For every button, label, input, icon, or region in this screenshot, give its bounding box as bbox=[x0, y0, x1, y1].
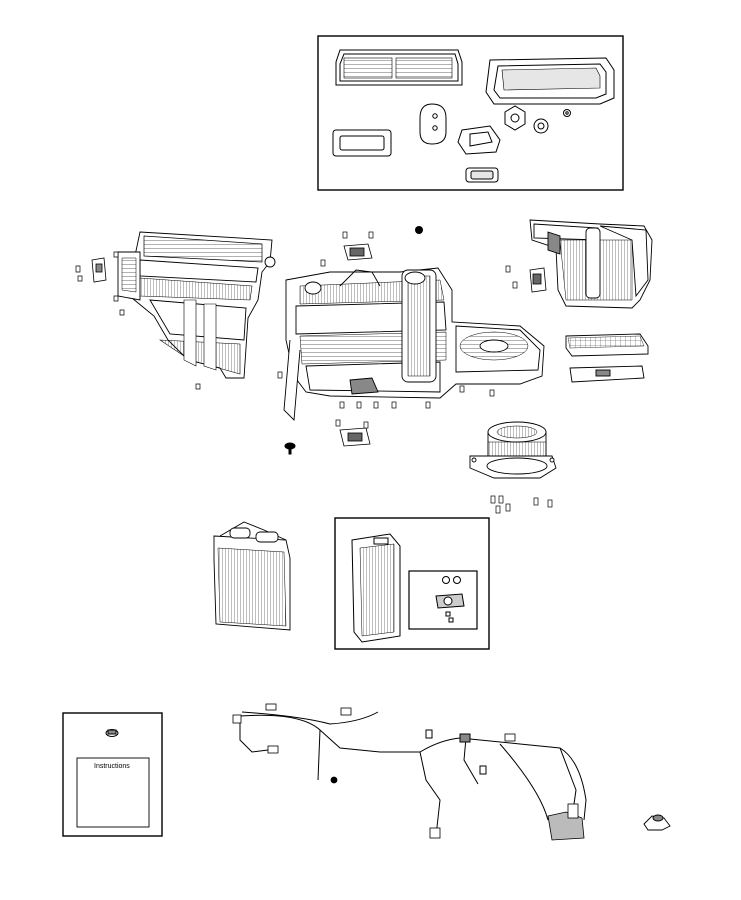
harness-connectors bbox=[232, 703, 585, 841]
valve-screws bbox=[445, 611, 454, 623]
screws-center bbox=[277, 231, 495, 429]
grille-seal[interactable] bbox=[335, 49, 463, 86]
clip-part[interactable] bbox=[105, 729, 119, 737]
duct-seal[interactable] bbox=[485, 57, 615, 105]
oval-seal[interactable] bbox=[419, 103, 447, 145]
instructions-kit bbox=[62, 712, 163, 837]
grommet-seal[interactable] bbox=[457, 125, 501, 155]
small-washer[interactable] bbox=[563, 109, 571, 117]
evaporator-seal-inset bbox=[408, 570, 478, 630]
instructions-label: Instructions bbox=[94, 763, 130, 770]
wiring-harness[interactable] bbox=[239, 711, 587, 837]
drain-seal[interactable] bbox=[465, 167, 499, 183]
push-nut[interactable] bbox=[643, 814, 671, 831]
heater-core[interactable] bbox=[213, 521, 291, 631]
screws-right bbox=[505, 265, 518, 289]
instructions-card[interactable] bbox=[76, 757, 150, 828]
seal-kit-frame bbox=[317, 35, 624, 191]
evaporator-core[interactable] bbox=[351, 533, 401, 643]
hex-nut-seal[interactable] bbox=[504, 105, 526, 131]
evaporator-kit bbox=[334, 517, 490, 650]
screws-left bbox=[75, 251, 201, 390]
actuator-right[interactable] bbox=[529, 267, 547, 293]
cabin-air-filter[interactable] bbox=[565, 333, 649, 357]
foam-seal-left[interactable] bbox=[332, 129, 392, 157]
o-rings[interactable] bbox=[442, 576, 461, 584]
washer[interactable] bbox=[533, 118, 549, 134]
blower-screws bbox=[490, 495, 553, 514]
seal-kit-group bbox=[317, 35, 624, 191]
plug-dot bbox=[415, 226, 423, 234]
actuator-left[interactable] bbox=[91, 257, 107, 283]
actuator-top[interactable] bbox=[343, 243, 373, 261]
hvac-housing-right[interactable] bbox=[529, 219, 653, 309]
hvac-main-case[interactable] bbox=[283, 267, 545, 422]
filter-door[interactable] bbox=[569, 365, 645, 383]
actuator-bottom[interactable] bbox=[339, 427, 371, 447]
blower-motor[interactable] bbox=[469, 421, 557, 479]
hvac-housing-left[interactable] bbox=[117, 231, 276, 379]
push-pin[interactable] bbox=[284, 442, 296, 455]
expansion-valve[interactable] bbox=[435, 593, 465, 609]
evaporator-kit-frame bbox=[334, 517, 490, 650]
